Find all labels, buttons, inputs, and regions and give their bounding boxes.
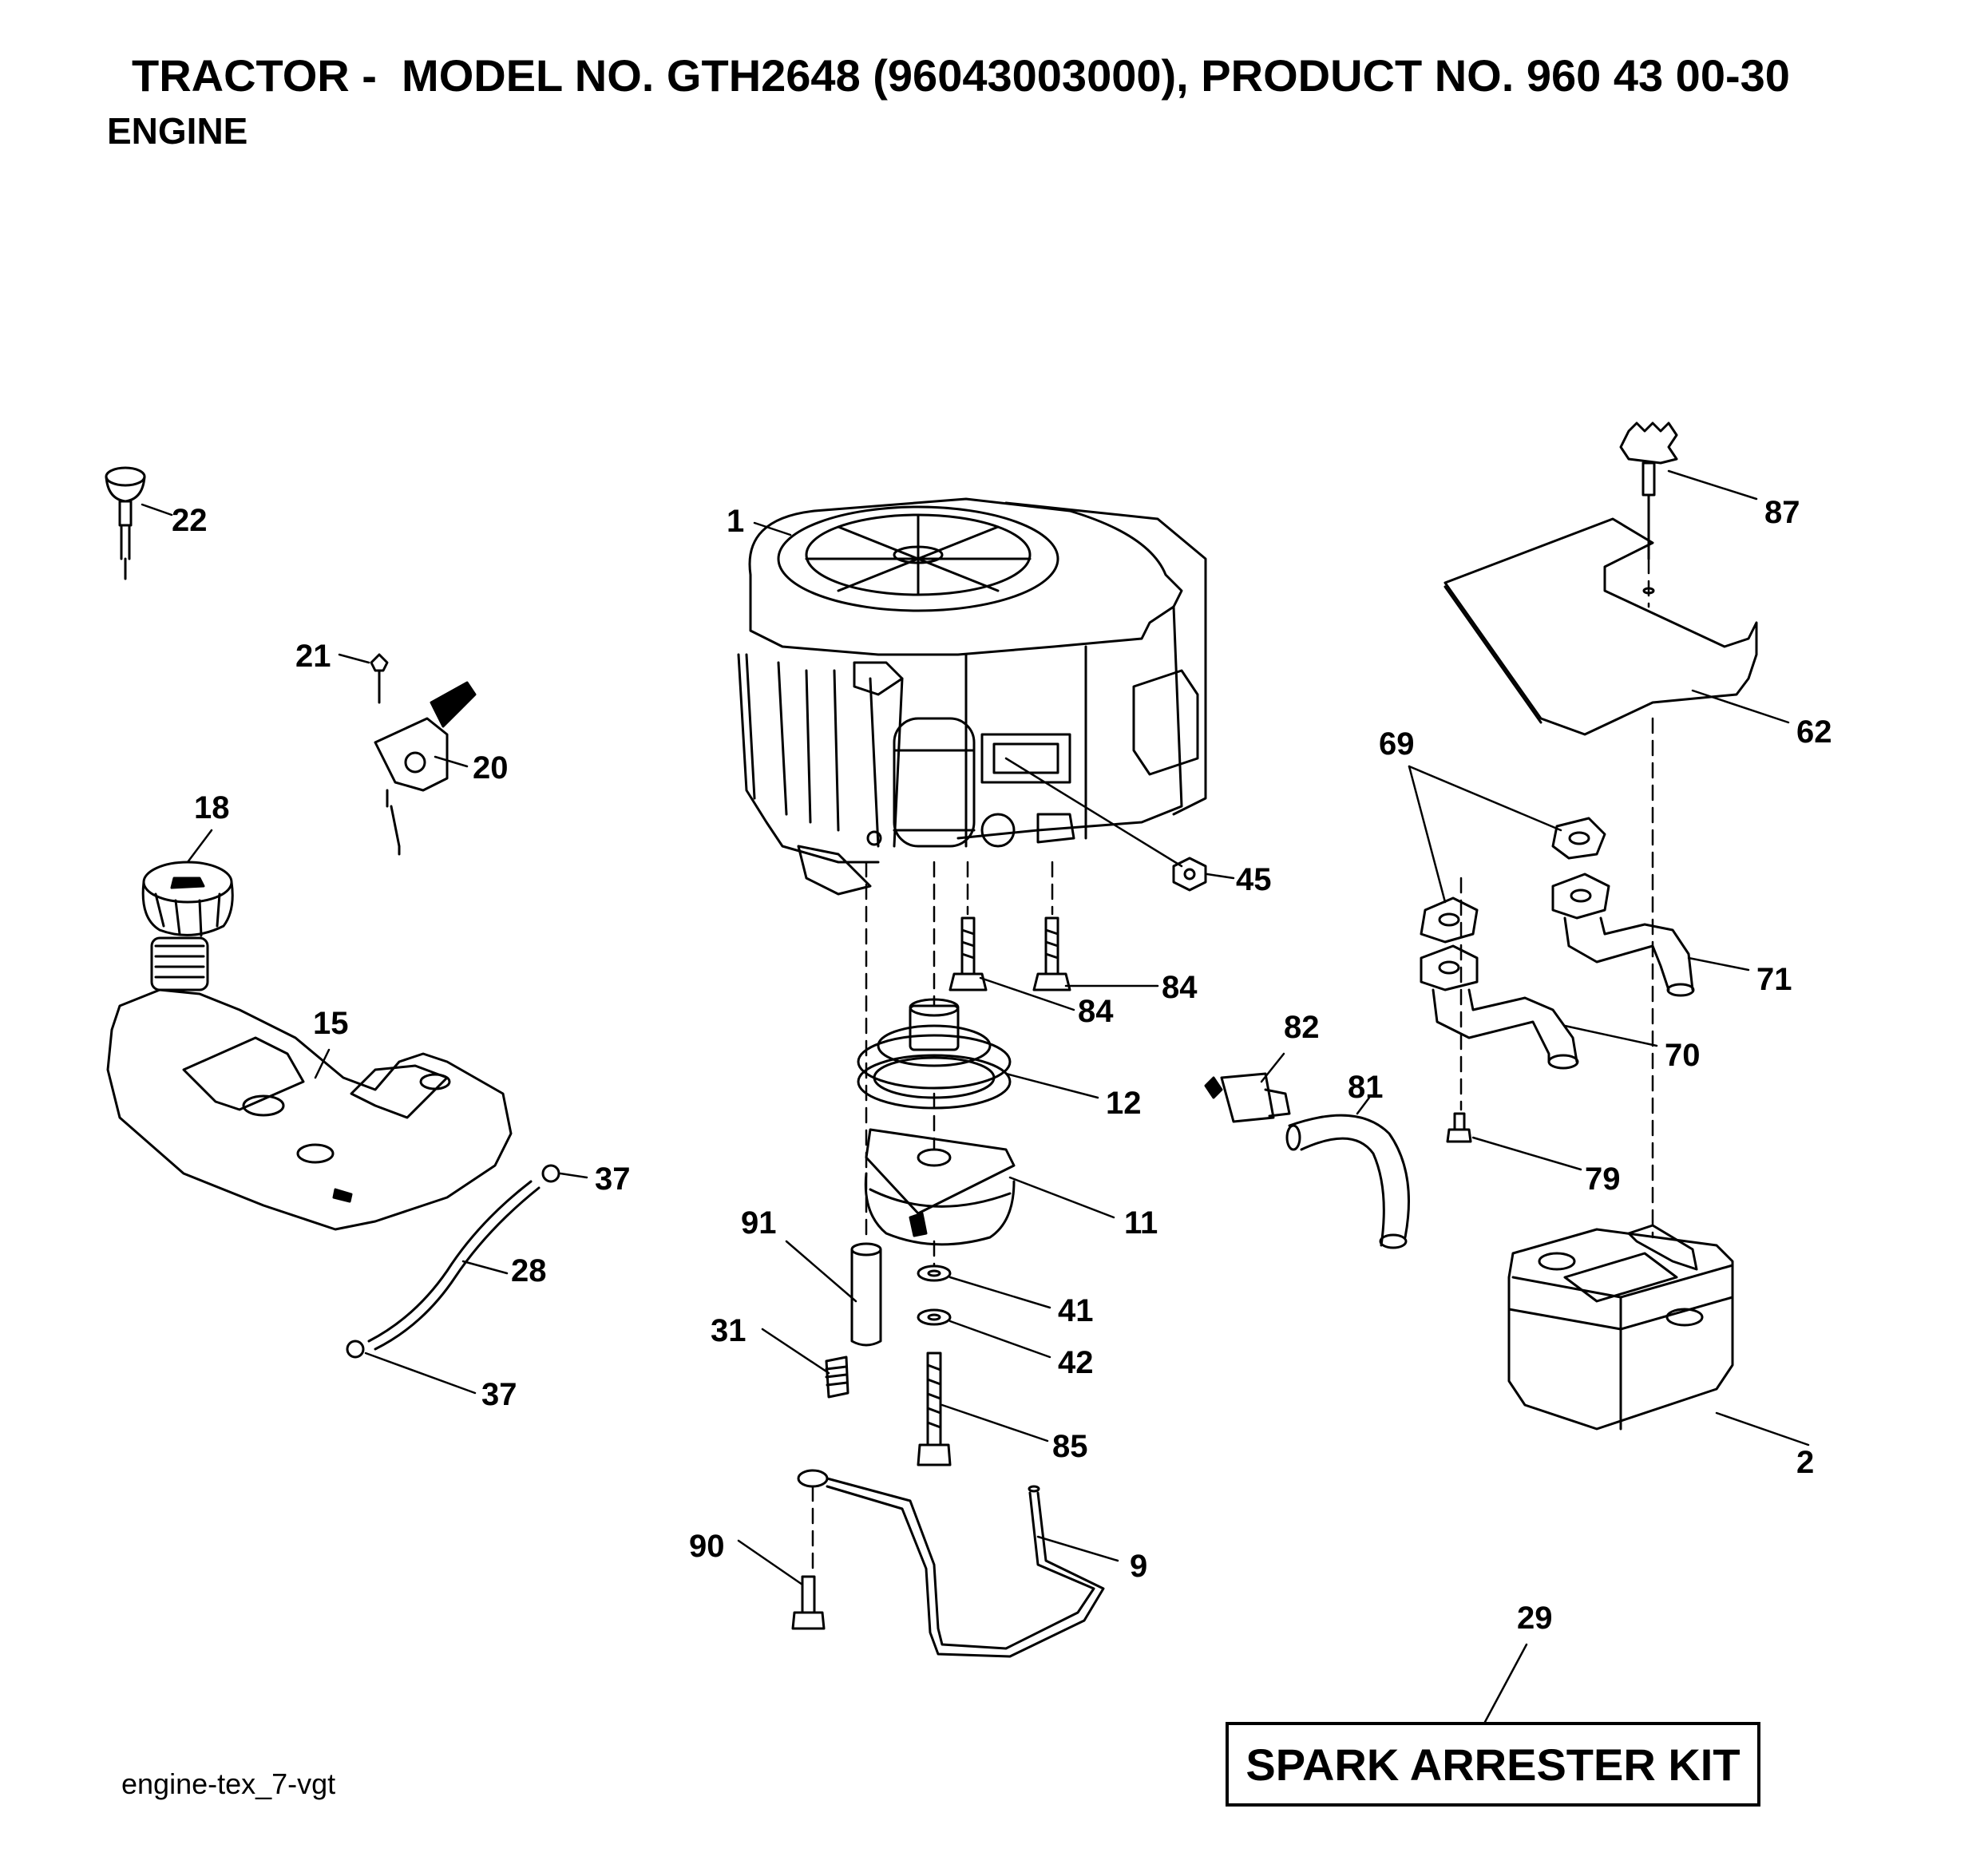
callout-2: 2 [1796, 1445, 1814, 1480]
callout-11: 11 [1124, 1205, 1158, 1241]
callout-87: 87 [1764, 495, 1800, 530]
part-90-bolt [791, 1575, 826, 1630]
leader-lines [141, 469, 1810, 1724]
callout-9: 9 [1130, 1549, 1147, 1584]
part-91-spacer [850, 1242, 882, 1347]
callout-28: 28 [511, 1253, 547, 1288]
part-84-bolts [948, 916, 1071, 991]
part-31-insert [825, 1355, 849, 1399]
part-81-hose [1285, 1114, 1410, 1249]
part-1-engine [737, 497, 1207, 896]
callout-31: 31 [711, 1313, 746, 1348]
alignment-lines [811, 557, 1654, 1574]
callout-79: 79 [1585, 1162, 1621, 1197]
part-71-exhaust-pipe [1551, 873, 1695, 997]
callout-84-right: 84 [1162, 970, 1198, 1005]
callout-12: 12 [1106, 1086, 1142, 1121]
callout-90: 90 [689, 1529, 725, 1564]
part-20-throttle-control [370, 653, 477, 856]
callout-21: 21 [295, 639, 331, 674]
callout-82: 82 [1284, 1010, 1320, 1045]
callout-85: 85 [1052, 1429, 1088, 1464]
part-11-clutch [864, 1128, 1016, 1246]
callout-37-lower: 37 [481, 1377, 517, 1412]
callout-20: 20 [473, 750, 509, 786]
callout-69: 69 [1379, 726, 1415, 762]
part-15-fuel-tank [106, 936, 513, 1231]
part-18-fuel-cap [141, 861, 234, 937]
callout-91: 91 [741, 1205, 777, 1241]
callout-62: 62 [1796, 714, 1832, 750]
callout-81: 81 [1348, 1070, 1384, 1105]
callout-29: 29 [1517, 1601, 1553, 1636]
callout-70: 70 [1665, 1038, 1701, 1073]
part-82-fitting [1204, 1072, 1291, 1123]
callout-15: 15 [313, 1006, 349, 1041]
part-28-fuel-line [346, 1164, 560, 1359]
callout-37-upper: 37 [595, 1162, 631, 1197]
part-2-muffler [1507, 1224, 1734, 1431]
part-45-nut [1172, 857, 1207, 892]
callout-18: 18 [194, 790, 230, 825]
part-87-knob [1619, 421, 1678, 560]
section-title: ENGINE [107, 110, 248, 152]
callout-42: 42 [1058, 1345, 1094, 1380]
part-69-gaskets [1420, 817, 1606, 944]
part-85-bolt [917, 1352, 952, 1466]
callout-71: 71 [1756, 962, 1792, 997]
page-title: TRACTOR - MODEL NO. GTH2648 (96043003000… [132, 50, 1790, 101]
part-79-bolt [1446, 1112, 1472, 1143]
drawing-code: engine-tex_7-vgt [121, 1767, 336, 1800]
callout-41: 41 [1058, 1293, 1094, 1328]
spark-arrester-kit-label: SPARK ARRESTER KIT [1245, 1739, 1740, 1790]
spark-arrester-kit-box: SPARK ARRESTER KIT [1226, 1722, 1760, 1807]
part-22-knob [105, 466, 146, 580]
callout-84-left: 84 [1078, 994, 1114, 1029]
part-41-42-washers [917, 1264, 952, 1326]
part-9-rod [797, 1469, 1105, 1658]
callout-22: 22 [172, 503, 208, 538]
part-12-pulley [857, 998, 1012, 1110]
callout-1: 1 [727, 504, 744, 539]
part-70-exhaust-pipe [1420, 944, 1579, 1070]
part-62-heat-shield [1443, 517, 1758, 736]
callout-45: 45 [1236, 862, 1272, 897]
